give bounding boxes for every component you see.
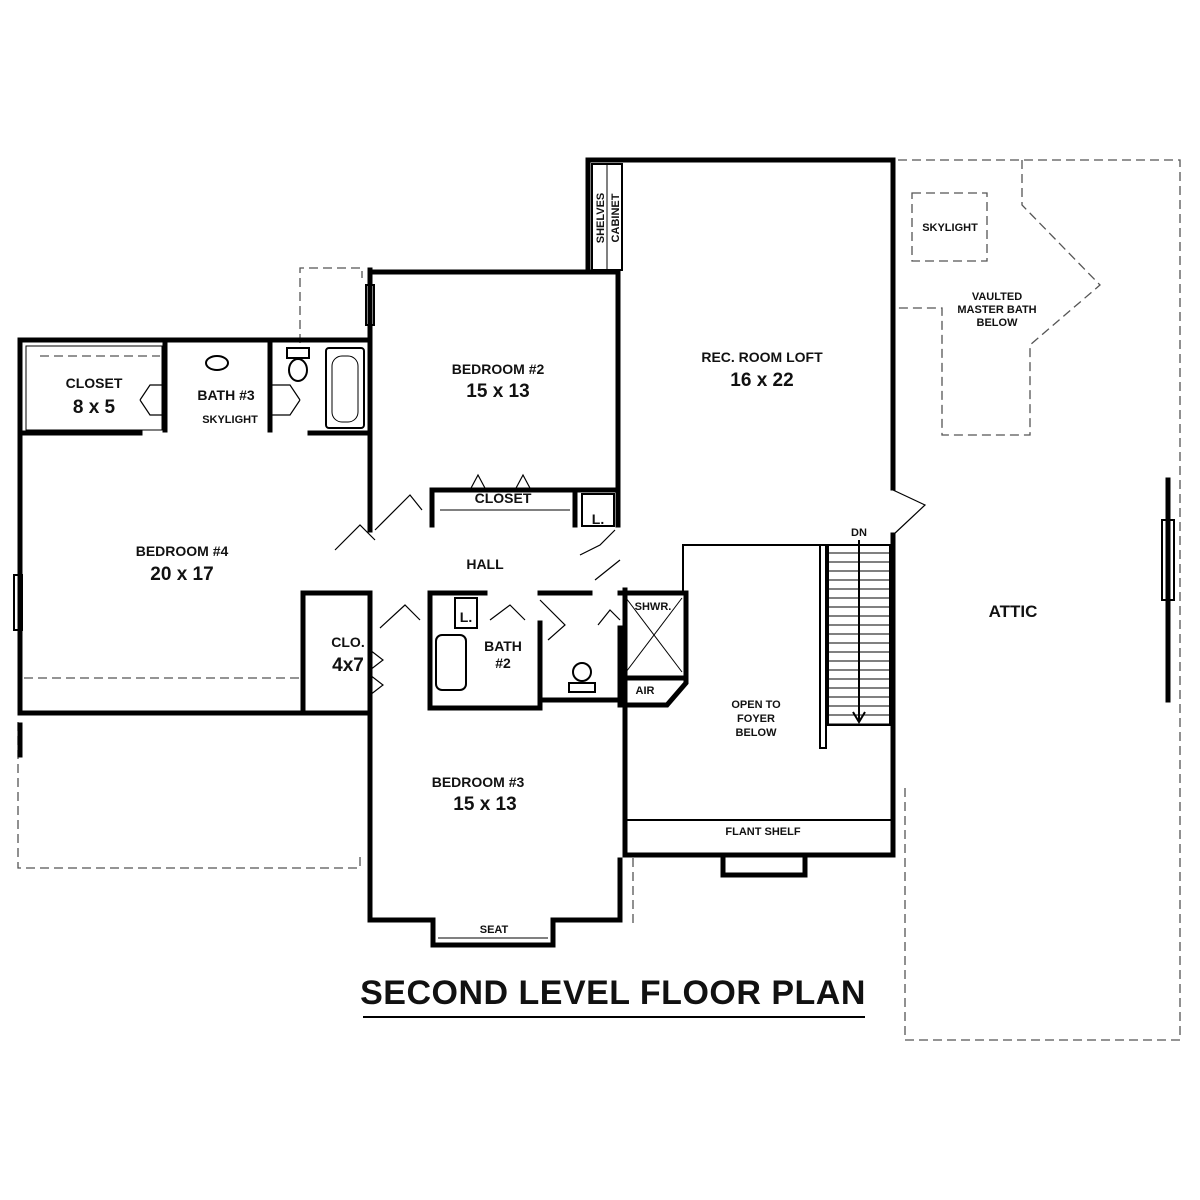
- bath3-skylight-label: SKYLIGHT: [202, 414, 258, 426]
- closet-8x5-size: 8 x 5: [73, 397, 116, 418]
- air-label: AIR: [636, 685, 655, 697]
- skylight-outline: [911, 192, 988, 262]
- shower-label: SHWR.: [635, 601, 672, 613]
- bath2-linen-label: L.: [460, 609, 472, 625]
- dashed-outlines: [17, 159, 1181, 1041]
- closet-8x5-label: CLOSET: [66, 375, 123, 391]
- linen-upper-label: L.: [592, 511, 604, 527]
- bath3-label: BATH #3: [197, 387, 255, 403]
- vaulted-line1: VAULTED: [972, 291, 1022, 303]
- cabinet-label: CABINET: [610, 193, 622, 242]
- shelves-label: SHELVES: [595, 193, 607, 244]
- stair-dn-label: DN: [851, 527, 867, 539]
- open-foyer-line2: FOYER: [737, 713, 775, 725]
- bedroom2-label: BEDROOM #2: [452, 361, 545, 377]
- bedroom3-label: BEDROOM #3: [432, 774, 525, 790]
- clo-4x7-size: 4x7: [332, 655, 364, 676]
- plant-shelf-label: FLANT SHELF: [725, 826, 800, 838]
- rec-room-label: REC. ROOM LOFT: [701, 349, 823, 365]
- open-foyer-line3: BELOW: [736, 727, 778, 739]
- bedroom4-size: 20 x 17: [150, 564, 213, 585]
- hall-label: HALL: [466, 556, 504, 572]
- bath2-label: BATH: [484, 638, 522, 654]
- vaulted-line2: MASTER BATH: [957, 304, 1036, 316]
- staircase: [827, 540, 891, 726]
- interior-details: [13, 163, 1175, 939]
- bedroom4-label: BEDROOM #4: [136, 543, 229, 559]
- bedroom2-closet-label: CLOSET: [475, 490, 532, 506]
- bedroom3-size: 15 x 13: [453, 794, 516, 815]
- bath2-number: #2: [495, 655, 511, 671]
- rec-room-size: 16 x 22: [730, 370, 793, 391]
- clo-4x7-label: CLO.: [331, 634, 364, 650]
- vaulted-line3: BELOW: [977, 317, 1019, 329]
- bedroom2-size: 15 x 13: [466, 381, 529, 402]
- seat-label: SEAT: [480, 924, 509, 936]
- open-foyer-line1: OPEN TO: [731, 699, 781, 711]
- plan-title: SECOND LEVEL FLOOR PLAN: [360, 974, 866, 1012]
- attic-label: ATTIC: [989, 602, 1038, 621]
- skylight-label: SKYLIGHT: [922, 222, 978, 234]
